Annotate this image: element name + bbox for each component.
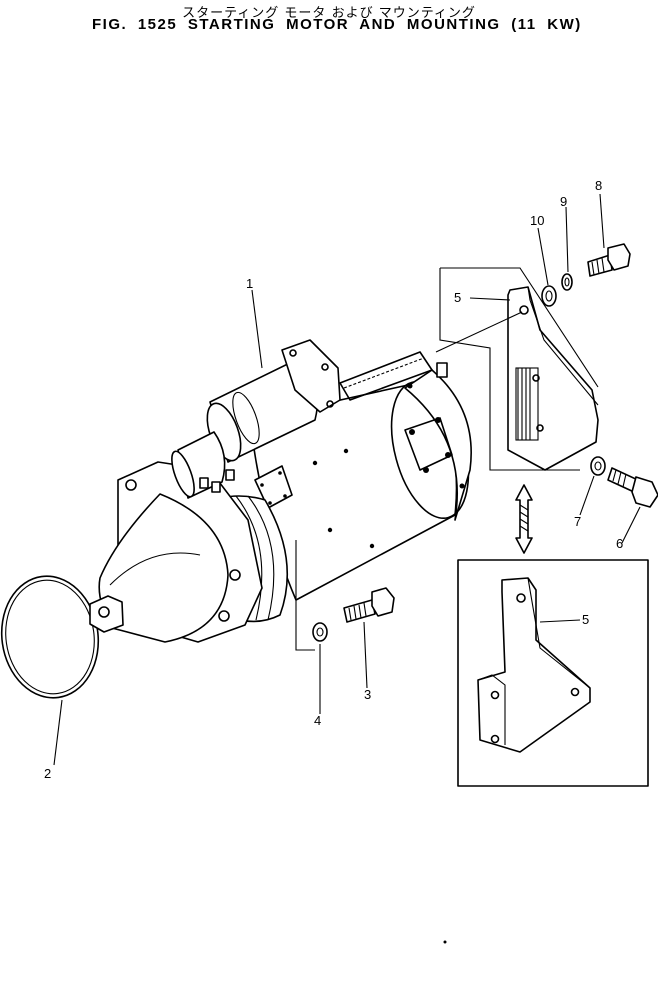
figure-title: FIG. 1525 STARTING MOTOR AND MOUNTING (1… [92, 16, 582, 33]
callout-3: 3 [364, 687, 371, 702]
starting-motor [89, 339, 472, 643]
bolt-3 [343, 587, 395, 623]
leader-lines [53, 193, 641, 766]
washer-4 [312, 622, 328, 642]
callout-2: 2 [44, 766, 51, 781]
callout-8: 8 [595, 178, 602, 193]
callout-10: 10 [530, 213, 544, 228]
figure-title-japanese: スターティング モータ および マウンティング [182, 6, 476, 21]
callout-1: 1 [246, 276, 253, 291]
callout-5-detail: 5 [582, 612, 589, 627]
callout-4: 4 [314, 713, 321, 728]
o-ring [0, 575, 100, 699]
callout-9: 9 [560, 194, 567, 209]
callout-6: 6 [616, 536, 623, 551]
bracket-reference-lines [295, 267, 599, 651]
bolt-6 [607, 467, 658, 508]
interchange-arrow [515, 484, 533, 554]
washer-10 [541, 285, 557, 307]
callout-7: 7 [574, 514, 581, 529]
callout-5-upper: 5 [454, 290, 461, 305]
bolt-8 [587, 243, 631, 277]
washer-7 [590, 456, 606, 476]
mounting-bracket-installed [507, 286, 599, 471]
detail-box [457, 559, 649, 787]
washer-9 [561, 273, 573, 291]
